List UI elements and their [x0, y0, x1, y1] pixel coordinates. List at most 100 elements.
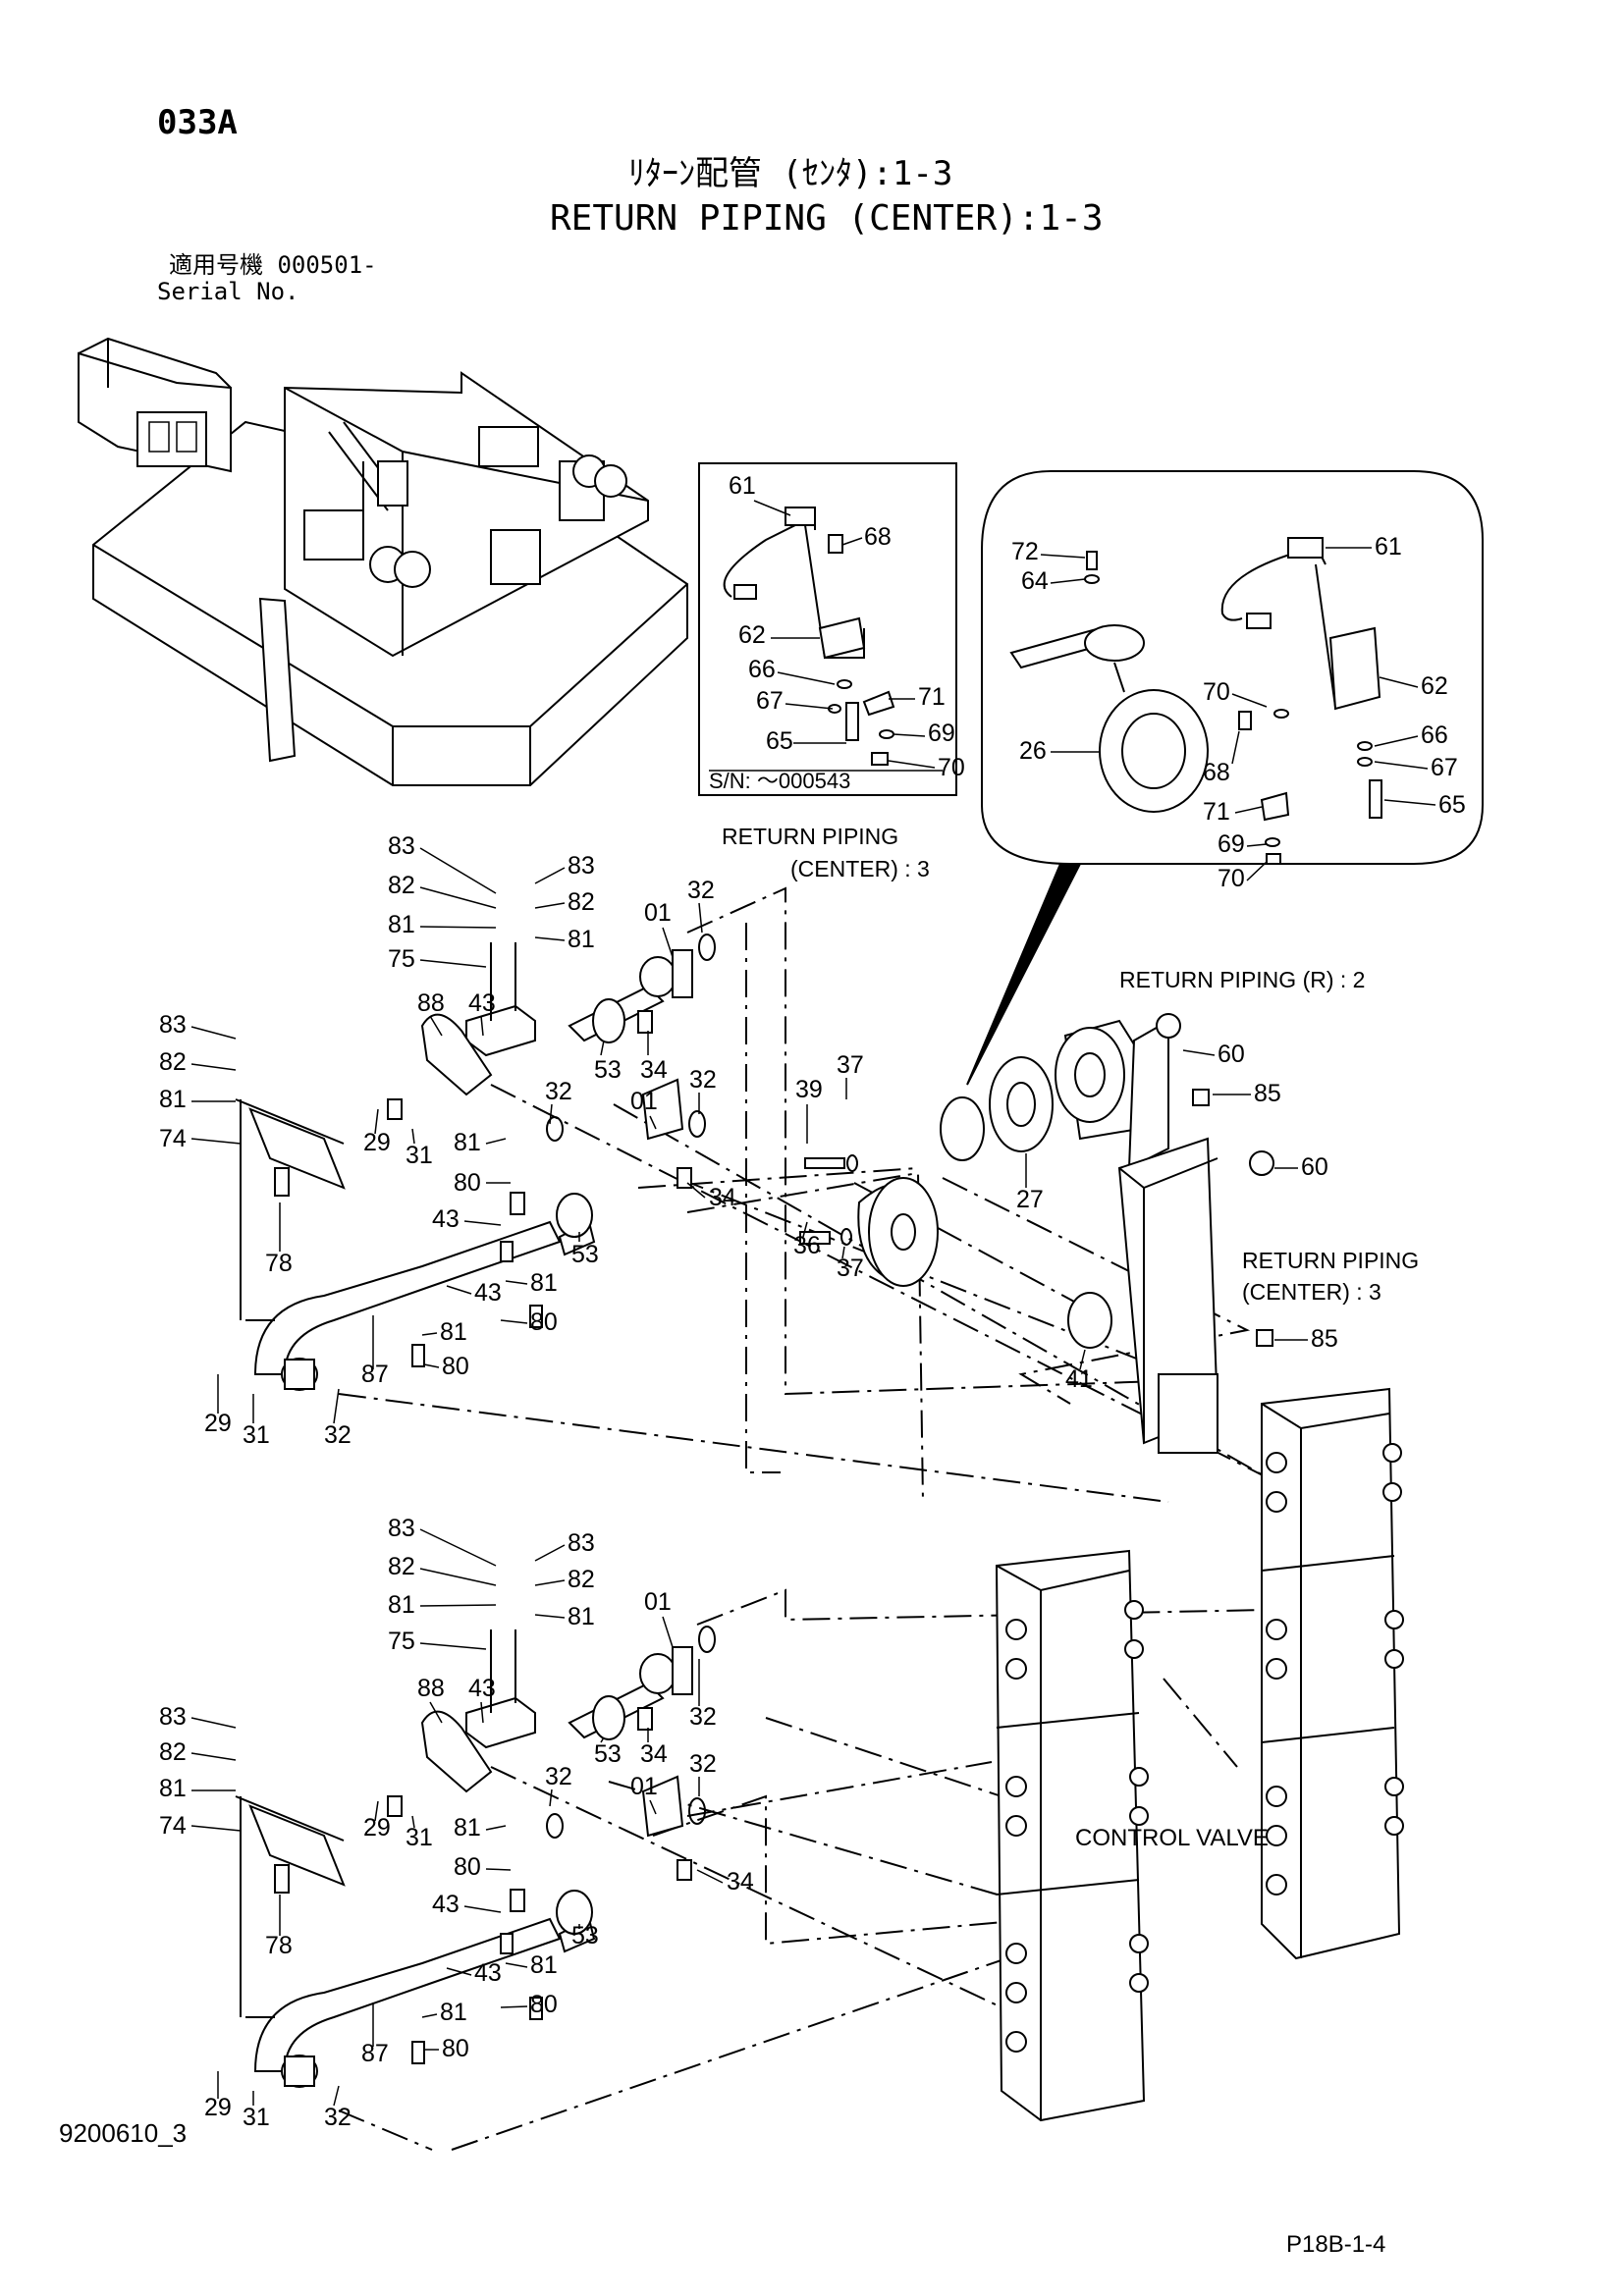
part-callout-80: 80 [442, 1353, 469, 1380]
part-callout-83: 83 [159, 1011, 187, 1039]
part-callout-64: 64 [1021, 567, 1049, 595]
part-callout-68: 68 [864, 523, 892, 551]
callout-leader [374, 1800, 379, 1822]
callout-leader [698, 902, 703, 934]
callout-leader [549, 1789, 553, 1807]
callout-leader [419, 1604, 497, 1607]
part-callout-80: 80 [442, 2035, 469, 2062]
callout-leader [534, 1544, 566, 1562]
part-callout-70: 70 [1218, 865, 1245, 892]
part-callout-62: 62 [738, 621, 766, 649]
callout-leader [649, 1799, 657, 1815]
part-callout-65: 65 [1438, 791, 1466, 819]
part-callout-87: 87 [361, 2040, 389, 2067]
callout-leader [649, 1115, 657, 1130]
part-callout-74: 74 [159, 1125, 187, 1152]
part-callout-61: 61 [729, 472, 756, 500]
part-callout-29: 29 [204, 2094, 232, 2121]
part-callout-53: 53 [594, 1740, 622, 1768]
part-callout-87: 87 [361, 1361, 389, 1388]
callout-leader [1374, 761, 1429, 770]
callout-leader [1182, 1049, 1216, 1056]
part-callout-27: 27 [1016, 1186, 1044, 1213]
part-callout-80: 80 [454, 1169, 481, 1197]
callout-leader [1040, 554, 1086, 559]
callout-leader [423, 1363, 440, 1368]
annotation-return-center-top-line1: RETURN PIPING [722, 824, 898, 849]
part-callout-74: 74 [159, 1812, 187, 1840]
callout-leader [429, 1701, 443, 1724]
part-callout-66: 66 [748, 656, 776, 683]
callout-leader [374, 1108, 379, 1135]
part-callout-62: 62 [1421, 672, 1448, 700]
callout-leader [446, 1285, 472, 1295]
part-callout-67: 67 [1431, 754, 1458, 781]
part-callout-43: 43 [474, 1959, 502, 1987]
part-callout-68: 68 [1203, 759, 1230, 786]
part-callout-81: 81 [440, 1318, 467, 1346]
part-callout-32: 32 [545, 1763, 572, 1790]
part-callout-43: 43 [468, 1675, 496, 1702]
part-callout-81: 81 [159, 1775, 187, 1802]
part-callout-83: 83 [568, 852, 595, 880]
part-callout-83: 83 [568, 1529, 595, 1557]
callout-leader [686, 1182, 706, 1199]
part-callout-29: 29 [363, 1129, 391, 1156]
callout-leader [505, 1962, 528, 1968]
callout-leader [190, 1063, 237, 1071]
part-callout-53: 53 [594, 1056, 622, 1084]
part-callout-82: 82 [388, 872, 415, 899]
callout-leader [480, 1701, 484, 1724]
callout-leader [1079, 1349, 1086, 1370]
part-callout-69: 69 [1218, 830, 1245, 858]
callout-leader [1246, 861, 1268, 881]
callout-leader [419, 926, 497, 929]
part-callout-60: 60 [1218, 1041, 1245, 1068]
callout-leader [190, 1026, 237, 1040]
part-callout-29: 29 [204, 1410, 232, 1437]
part-callout-32: 32 [687, 877, 715, 904]
part-callout-32: 32 [689, 1750, 717, 1778]
callout-leader [841, 537, 863, 546]
annotation-return-center-right-line2: (CENTER) : 3 [1242, 1279, 1381, 1305]
part-callout-82: 82 [159, 1738, 187, 1766]
callout-leader [419, 959, 487, 968]
annotation-return-piping-r: RETURN PIPING (R) : 2 [1119, 967, 1365, 992]
part-callout-43: 43 [474, 1279, 502, 1307]
callout-leader [1231, 730, 1240, 765]
callout-leader [500, 2005, 528, 2008]
control-valve-stacks [995, 1387, 1404, 2122]
callout-leader [500, 1319, 528, 1324]
callout-leader [419, 1642, 487, 1650]
part-callout-32: 32 [689, 1066, 717, 1094]
part-callout-37: 37 [837, 1255, 864, 1282]
title-japanese: ﾘﾀｰﾝ配管 (ｾﾝﾀ):1-3 [628, 154, 953, 193]
part-callout-72: 72 [1011, 538, 1039, 565]
lower-pipe-assembly [235, 1626, 716, 2088]
callout-leader [419, 847, 497, 894]
part-callout-41: 41 [1065, 1365, 1093, 1393]
part-callout-66: 66 [1421, 721, 1448, 749]
callout-leader [534, 867, 566, 884]
callout-leader [600, 1040, 605, 1056]
part-callout-36: 36 [793, 1232, 821, 1259]
part-callout-83: 83 [159, 1703, 187, 1731]
callout-leader [421, 1332, 438, 1336]
callout-leader [419, 886, 497, 909]
part-callout-60: 60 [1301, 1153, 1328, 1181]
part-callout-70: 70 [938, 754, 965, 781]
callout-leader [505, 1280, 528, 1285]
part-callout-65: 65 [766, 727, 793, 755]
callout-leader [333, 2085, 340, 2107]
callout-leader [421, 2013, 438, 2018]
part-callout-81: 81 [530, 1269, 558, 1297]
part-callout-81: 81 [388, 1591, 415, 1619]
part-callout-81: 81 [530, 1951, 558, 1979]
page-reference: P18B-1-4 [1286, 2231, 1386, 2258]
magnified-detail-callout [966, 470, 1484, 1086]
callout-leader [600, 1736, 605, 1743]
callout-leader [1246, 843, 1268, 847]
callout-leader [534, 936, 566, 941]
